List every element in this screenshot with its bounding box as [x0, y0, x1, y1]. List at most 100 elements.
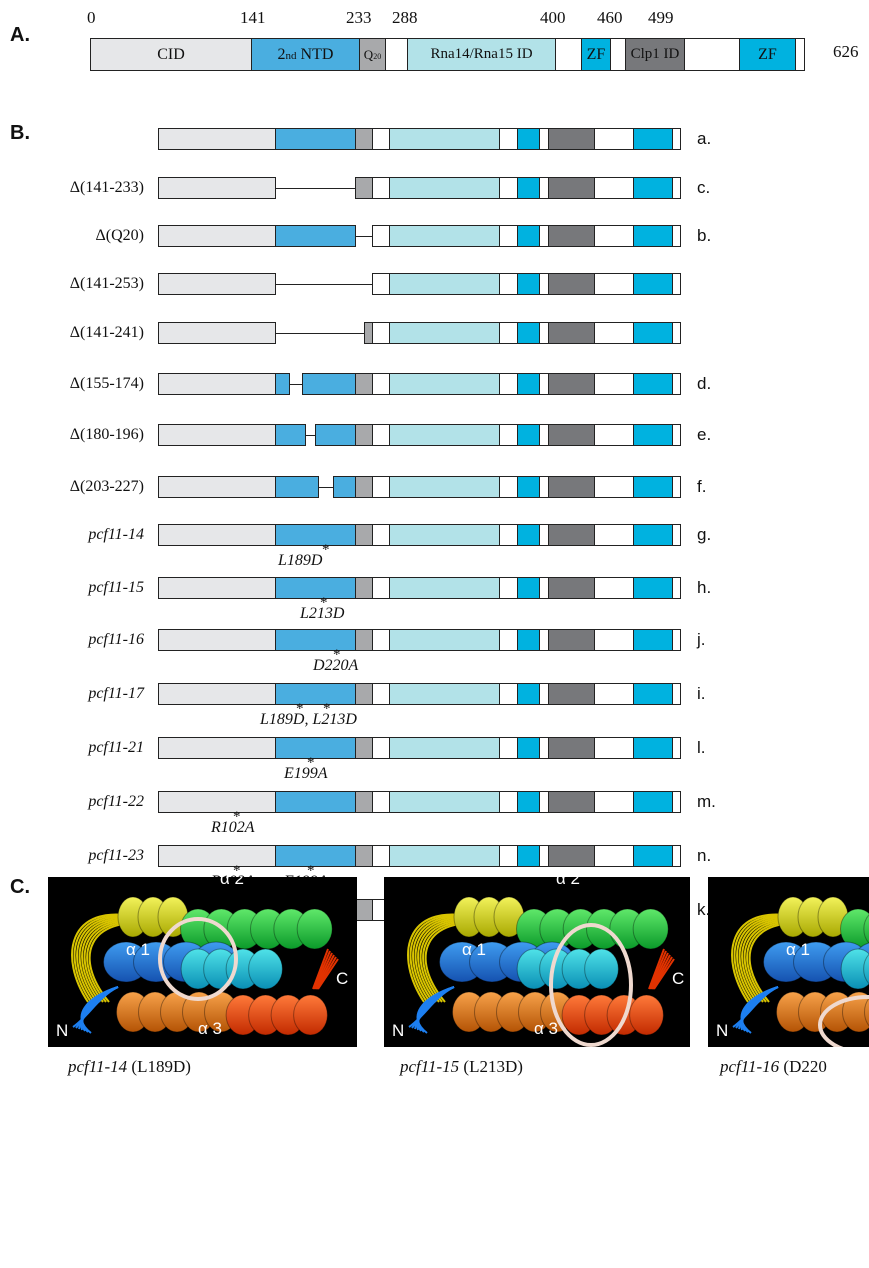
mutation-label: L189D, L213D: [260, 711, 357, 728]
domain-segment-white: [499, 424, 518, 446]
domain-segment-rna: [389, 373, 500, 395]
construct-letter: k.: [697, 900, 711, 919]
domain-segment-white: [594, 177, 634, 199]
domain-segment-cid: [158, 791, 276, 813]
domain-segment-zf: [633, 128, 673, 150]
domain-segment-zf: [517, 373, 540, 395]
domain-segment-zf: [633, 737, 673, 759]
domain-segment-ntd: [302, 373, 356, 395]
domain-segment-white: [594, 737, 634, 759]
domain-segment-cid: [158, 273, 276, 295]
domain-segment-white: [372, 128, 390, 150]
domain-segment-rna: [389, 225, 500, 247]
helix-label-a2: α 2: [220, 877, 245, 888]
mutation-site-ellipse: [158, 917, 238, 1001]
domain-segment-white: [499, 791, 518, 813]
domain-segment-cid: [158, 476, 276, 498]
domain-segment-cid: [158, 322, 276, 344]
domain-segment-white: [372, 737, 390, 759]
domain-segment-rna: [389, 737, 500, 759]
helix-label-a3: α 3: [534, 1019, 559, 1038]
domain-segment-ntd: [275, 845, 356, 867]
domain-segment-q20: [355, 629, 373, 651]
mutation-site-ellipse: [549, 923, 633, 1047]
domain-segment-white: [672, 225, 681, 247]
domain-segment-white: [372, 845, 390, 867]
domain-segment-rna: [389, 424, 500, 446]
construct-label: Δ(141-241): [69, 324, 144, 341]
domain-segment-rna: [389, 273, 500, 295]
domain-segment-rna: [389, 322, 500, 344]
mutation-label: R102A: [211, 819, 255, 836]
domain-segment-ntd: [275, 225, 356, 247]
domain-segment-white: [499, 524, 518, 546]
domain-segment-rna: [389, 128, 500, 150]
domain-segment-ntd: [275, 791, 356, 813]
helix-label-a1: α 1: [786, 940, 811, 959]
domain-segment-ntd: [275, 373, 290, 395]
domain-segment-q20: [355, 177, 373, 199]
domain-segment-white: [499, 683, 518, 705]
domain-segment-white: [594, 424, 634, 446]
domain-segment-white: [372, 524, 390, 546]
position-288: 288: [392, 8, 418, 27]
domain-segment-white: [372, 273, 390, 295]
caption-mutation: (L213D): [463, 1057, 523, 1076]
domain-segment-q20: [355, 791, 373, 813]
domain-segment-white: [499, 128, 518, 150]
helix-label-a1: α 1: [126, 940, 151, 959]
domain-segment-clp1: [548, 373, 595, 395]
domain-segment-zf: [633, 322, 673, 344]
domain-segment-white: [372, 322, 390, 344]
domain-segment-ntd: [275, 524, 356, 546]
domain-segment-zf: [517, 629, 540, 651]
mutation-star: *: [233, 809, 241, 825]
helix-label-n: N: [56, 1021, 69, 1040]
domain-segment-zf: [517, 577, 540, 599]
mutation-site-ellipse: [818, 995, 869, 1047]
domain-segment-q20: [355, 683, 373, 705]
domain-segment-ntd: [275, 424, 306, 446]
domain-segment-zf: [633, 845, 673, 867]
domain-segment-white: [372, 791, 390, 813]
position-141: 141: [240, 8, 266, 27]
construct-label: pcf11-14: [88, 526, 144, 543]
mutation-label: D220A: [313, 657, 359, 674]
ntd-text-rest: NTD: [296, 46, 334, 63]
domain-segment-white: [499, 845, 518, 867]
panel-c-label: C.: [10, 876, 30, 898]
domain-segment-clp1: [548, 322, 595, 344]
domain-segment-zf: [633, 577, 673, 599]
mutation-star: *: [307, 755, 315, 771]
domain-segment-white: [672, 577, 681, 599]
position-460: 460: [597, 8, 623, 27]
helix-bundle-graphic: [731, 896, 869, 1047]
q20-subscript: 20: [373, 52, 382, 61]
domain-segment-q20: [355, 737, 373, 759]
domain-segment-q20: [355, 524, 373, 546]
domain-q20: Q20: [359, 38, 386, 71]
domain-segment-white: [672, 683, 681, 705]
domain-segment-zf: [517, 273, 540, 295]
construct-label: Δ(155-174): [69, 375, 144, 392]
domain-segment-white: [499, 225, 518, 247]
domain-segment-clp1: [548, 476, 595, 498]
mutation-star: *: [320, 595, 328, 611]
domain-segment-clp1: [548, 629, 595, 651]
domain-segment-white: [372, 225, 390, 247]
domain-segment-clp1: [548, 128, 595, 150]
domain-segment-white: [372, 683, 390, 705]
domain-segment-white: [499, 476, 518, 498]
domain-segment-zf: [517, 791, 540, 813]
caption-allele: pcf11-14: [68, 1057, 128, 1076]
domain-cid: CID: [90, 38, 252, 71]
domain-segment-zf: [517, 524, 540, 546]
domain-segment-clp1: [548, 683, 595, 705]
domain-segment-zf: [517, 424, 540, 446]
construct-label: Δ(180-196): [69, 426, 144, 443]
domain-segment-ntd: [315, 424, 356, 446]
domain-segment-zf: [517, 845, 540, 867]
domain-segment-white: [672, 629, 681, 651]
domain-segment-white: [594, 683, 634, 705]
